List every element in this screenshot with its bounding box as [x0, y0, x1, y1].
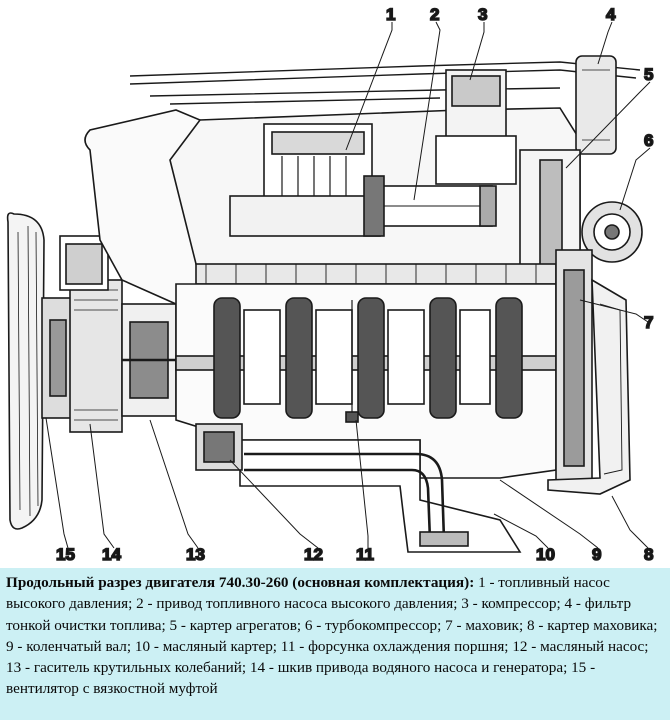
fuel-pump: [229, 123, 381, 237]
torsional-damper: [121, 303, 177, 417]
callout-4: 4: [606, 5, 616, 24]
oil-sump: [239, 439, 522, 553]
caption-legend: 1 - топливный насос высокого давления; 2…: [6, 574, 658, 698]
top-pipes: [129, 61, 641, 105]
leader-lines: [45, 21, 651, 549]
fan-blade: [6, 212, 45, 530]
caption-title: Продольный разрез двигателя 740.30-260 (…: [6, 574, 475, 591]
crankshaft: [175, 297, 557, 419]
callout-7: 7: [644, 313, 653, 332]
callout-12: 12: [304, 545, 323, 564]
water-pump-pulley: [59, 235, 123, 433]
callout-9: 9: [592, 545, 601, 564]
callout-15: 15: [56, 545, 75, 564]
callout-1: 1: [386, 5, 395, 24]
caption: Продольный разрез двигателя 740.30-260 (…: [0, 568, 670, 720]
callout-11: 11: [356, 545, 374, 564]
piston-cooling-nozzle: [345, 300, 359, 423]
oil-pickup-pipe: [244, 452, 469, 547]
callout-5: 5: [644, 65, 653, 84]
camshaft: [195, 263, 557, 285]
engine-cross-section-drawing: 1 2 3 4 5 6 7 8 9 10 11 12 13 14 15: [6, 4, 655, 565]
fuel-pump-drive: [363, 175, 497, 237]
callout-3: 3: [478, 5, 487, 24]
callout-8: 8: [644, 545, 653, 564]
callout-13: 13: [186, 545, 205, 564]
viscous-coupling: [41, 297, 73, 419]
callout-14: 14: [102, 545, 121, 564]
flywheel: [555, 249, 593, 487]
callout-6: 6: [644, 131, 653, 150]
callout-2: 2: [430, 5, 439, 24]
turbocharger: [581, 201, 643, 263]
fuel-filter: [575, 55, 617, 155]
callout-10: 10: [536, 545, 555, 564]
oil-pump: [195, 423, 243, 471]
compressor: [435, 69, 517, 185]
